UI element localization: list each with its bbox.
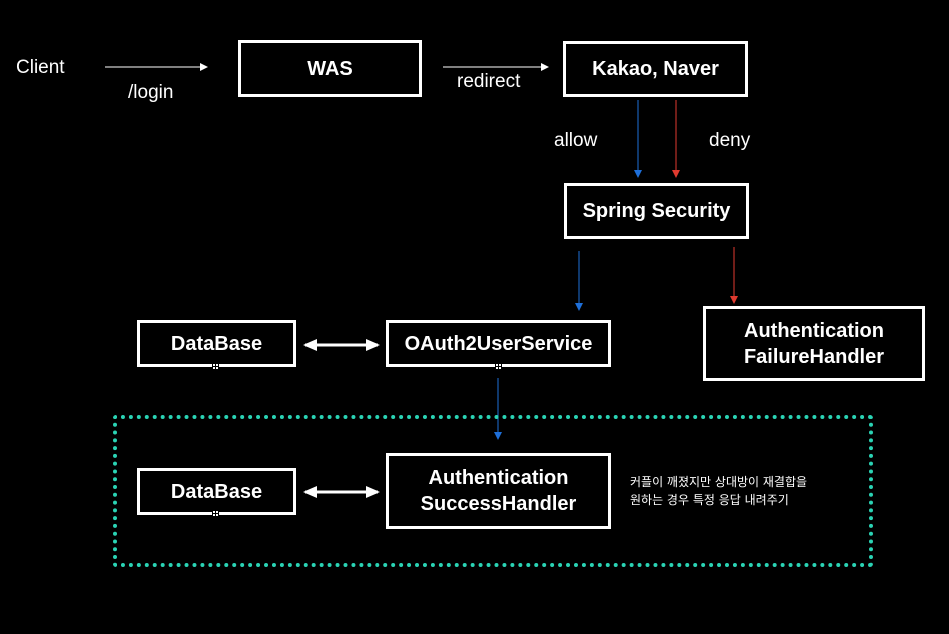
kakao-naver-box-label: Kakao, Naver — [592, 58, 719, 80]
client-label: Client — [16, 57, 65, 78]
allow-label: allow — [554, 130, 598, 151]
success-handler-line2: SuccessHandler — [420, 493, 577, 515]
reunion-note-line1: 커플이 깨졌지만 상대방이 재결합을 — [630, 475, 808, 489]
kakao-naver-box[interactable]: Kakao, Naver — [563, 41, 748, 97]
login-path-label: /login — [128, 82, 174, 103]
connection-handle-icon[interactable] — [212, 510, 219, 517]
oauth2-user-service-box[interactable]: OAuth2UserService — [386, 320, 611, 367]
spring-security-box[interactable]: Spring Security — [564, 183, 749, 239]
deny-label: deny — [709, 130, 751, 151]
connection-handle-icon[interactable] — [212, 363, 219, 370]
connection-handle-icon[interactable] — [495, 363, 502, 370]
spring-security-box-label: Spring Security — [582, 200, 731, 222]
success-group-frame — [113, 415, 873, 567]
success-handler-box[interactable]: Authentication SuccessHandler — [386, 453, 611, 529]
failure-handler-line2: FailureHandler — [743, 345, 885, 368]
failure-handler-line1: Authentication — [744, 319, 884, 342]
database-box-top[interactable]: DataBase — [137, 320, 296, 367]
reunion-note-line2: 원하는 경우 특정 응답 내려주기 — [630, 493, 789, 507]
reunion-note: 커플이 깨졌지만 상대방이 재결합을 원하는 경우 특정 응답 내려주기 — [630, 473, 807, 509]
failure-handler-box[interactable]: Authentication FailureHandler — [703, 306, 925, 381]
redirect-label: redirect — [457, 71, 521, 92]
success-handler-line1: Authentication — [428, 467, 569, 489]
database-box-bottom[interactable]: DataBase — [137, 468, 296, 515]
was-box[interactable]: WAS — [238, 40, 422, 97]
database-box-bottom-label: DataBase — [170, 480, 263, 503]
oauth2-user-service-box-label: OAuth2UserService — [404, 332, 593, 355]
was-box-label: WAS — [307, 57, 353, 80]
database-box-top-label: DataBase — [170, 332, 263, 355]
